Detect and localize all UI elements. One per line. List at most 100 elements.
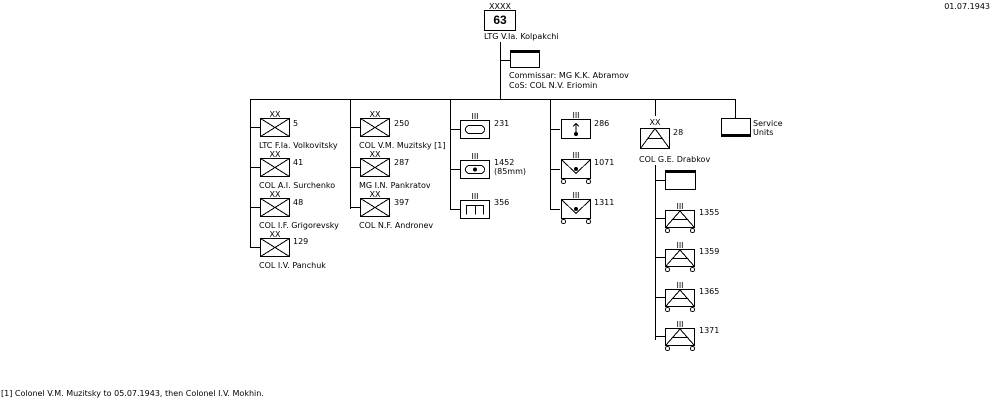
aa-triangle [665,249,695,267]
echelon-mark: XX [270,110,281,119]
echelon-mark: III [471,112,478,121]
army-63: XXXX 63 LTG V.Ia. Kolpakchi [484,2,559,41]
echelon-mark: III [676,241,683,250]
wheel-icon [665,307,670,312]
rifle-division-41: XX 41 COL A.I. Surchenko [250,150,335,190]
armor-regiment-231: III 231 [450,112,509,139]
unit-number: 5 [293,119,298,128]
commander-name: COL G.E. Drabkov [639,155,710,164]
aa-regiment-1355: III 1355 [655,202,719,233]
unit-number: 1071 [594,158,614,167]
wheel-icon [586,219,591,224]
hq-bar [510,50,540,53]
armor-symbol [460,120,490,139]
unit-number: 1371 [699,326,719,335]
unit-number: 41 [293,158,303,167]
echelon-mark: III [471,152,478,161]
infantry-symbol [260,118,290,137]
commander-name: COL A.I. Surchenko [259,181,335,190]
engineer-mark [466,205,484,215]
unit-number: 1359 [699,247,719,256]
commander-name: COL I.F. Grigorevsky [259,221,339,230]
hq-commissar: Commissar: MG K.K. Abramov [509,71,629,80]
artillery-chevron [561,199,591,215]
echelon-mark: XX [370,190,381,199]
wheel-icon [665,346,670,351]
service-bar [721,134,751,137]
unit-number: 1355 [699,208,719,217]
armor-oval [465,125,485,134]
echelon-mark: III [572,191,579,200]
wheel-icon [690,228,695,233]
echelon-mark: XX [370,150,381,159]
echelon-mark: III [676,320,683,329]
unit-number: 28 [673,128,683,137]
aa-regiment-1371: III 1371 [655,320,719,351]
gun-dot [574,167,578,171]
army-commander: LTG V.Ia. Kolpakchi [484,32,559,41]
army-hq: Commissar: MG K.K. Abramov CoS: COL N.V.… [509,50,629,90]
wheel-icon [690,267,695,272]
commander-name: MG I.N. Pankratov [359,181,431,190]
rifle-division-250: XX 250 COL V.M. Muzitsky [1] [350,110,446,150]
army-symbol [484,10,516,31]
footnote: [1] Colonel V.M. Muzitsky to 05.07.1943,… [1,389,264,398]
rifle-division-5: XX 5 LTC F.Ia. Volkovitsky [250,110,338,150]
infantry-symbol [360,118,390,137]
wheel-icon [665,267,670,272]
army-number: 63 [493,13,507,27]
echelon-mark: XX [270,150,281,159]
service-label-1: Service [753,119,783,128]
aa-regiment-1359: III 1359 [655,241,719,272]
service-symbol [721,118,751,137]
gun-dot [473,167,477,172]
infantry-symbol [260,238,290,257]
wheel-icon [561,219,566,224]
commander-name: LTC F.Ia. Volkovitsky [259,141,338,150]
unit-number: 1452 [494,158,514,167]
unit-number: 250 [394,119,409,128]
chart-date: 01.07.1943 [944,2,990,11]
rifle-division-129: XX 129 COL I.V. Panchuk [250,230,326,270]
rifle-division-397: XX 397 COL N.F. Andronev [350,190,433,230]
artillery-regiment-1311: III 1311 [550,191,614,224]
unit-number: 48 [293,198,303,207]
antitank-regiment-1452: III 1452 (85mm) [450,152,526,179]
antitank-oval [465,165,485,174]
aa-triangle [640,127,670,149]
echelon-mark: III [572,151,579,160]
echelon-mark: XX [270,230,281,239]
aa-triangle [665,210,695,228]
unit-number: 397 [394,198,409,207]
echelon-mark: III [676,281,683,290]
echelon-mark: XX [370,110,381,119]
aa-division-28: XX 28 COL G.E. Drabkov [639,118,710,164]
wheel-icon [690,307,695,312]
echelon-mark: XX [650,118,661,127]
arrow-up-icon [572,122,580,127]
infantry-symbol [260,198,290,217]
echelon-mark: III [572,111,579,120]
unit-number: 286 [594,119,609,128]
aa-triangle [665,328,695,346]
gun-dot [574,207,578,211]
artillery-regiment-1071: III 1071 [550,151,614,184]
echelon-mark: XX [270,190,281,199]
service-label-2: Units [753,128,773,137]
rifle-division-48: XX 48 COL I.F. Grigorevsky [250,190,339,230]
hq-symbol [510,50,540,68]
mortar-dot [574,132,578,136]
wheel-icon [690,346,695,351]
unit-number: 1311 [594,198,614,207]
echelon-mark: III [676,202,683,211]
aa-triangle [665,289,695,307]
hq-bar [665,170,696,173]
army-echelon: XXXX [489,2,511,11]
commander-name: COL I.V. Panchuk [259,261,326,270]
unit-number: 356 [494,198,509,207]
unit-caliber: (85mm) [494,167,526,176]
unit-number: 287 [394,158,409,167]
aa-regiment-1365: III 1365 [655,281,719,312]
hq-chief-of-staff: CoS: COL N.V. Eriomin [509,81,597,90]
